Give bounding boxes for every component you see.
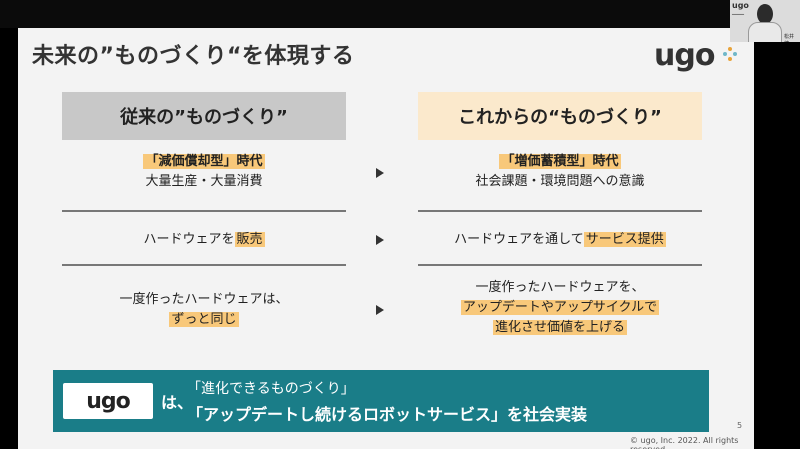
left-column-header: 従来の”ものづくり” xyxy=(62,92,346,140)
banner-line-2: 「アップデートし続けるロボットサービス」を社会実装 xyxy=(187,405,588,424)
speaker-body xyxy=(748,22,782,42)
row1-left-text: 大量生産・大量消費 xyxy=(145,174,263,190)
row2-right-text: ハードウェアを通して xyxy=(454,232,584,247)
row3-right-text: 一度作ったハードウェアを、 xyxy=(475,280,645,295)
row2-left-cell: ハードウェアを販売 xyxy=(62,230,346,250)
row2-right-cell: ハードウェアを通してサービス提供 xyxy=(418,230,702,250)
ugo-logo: ugo xyxy=(654,38,715,73)
row3-left-text: 一度作ったハードウェアは、 xyxy=(119,292,289,307)
right-column-header: これからの“ものづくり” xyxy=(418,92,702,140)
row1-arrow-icon xyxy=(376,168,384,178)
row1-right-cell: 「増価蓄積型」時代 社会課題・環境問題への意識 xyxy=(418,152,702,192)
row3-right-highlight-1: アップデートやアップサイクルで xyxy=(460,300,660,316)
row1-right-highlight: 「増価蓄積型」時代 xyxy=(499,154,621,169)
row1-right-text: 社会課題・環境問題への意識 xyxy=(475,174,645,190)
row3-right-highlight-2: 進化させ価値を上げる xyxy=(492,320,627,336)
row2-divider-right xyxy=(418,264,702,266)
row1-divider-right xyxy=(418,210,702,212)
top-bar xyxy=(0,0,800,28)
row1-divider-left xyxy=(62,210,346,212)
camera-backdrop-text: ━━━━ xyxy=(732,12,745,18)
row2-right-highlight: サービス提供 xyxy=(583,232,666,247)
camera-brand-logo: ugo xyxy=(732,1,749,10)
row3-left-highlight: ずっと同じ xyxy=(169,312,239,328)
banner-line-1: 「進化できるものづくり」 xyxy=(187,381,355,397)
page-number: 5 xyxy=(737,421,743,430)
banner-logo: ugo xyxy=(63,383,153,419)
row3-left-cell: 一度作ったハードウェアは、 ずっと同じ xyxy=(62,290,346,330)
banner-particle: は、 xyxy=(161,393,194,412)
row1-left-cell: 「減価償却型」時代 大量生産・大量消費 xyxy=(62,152,346,192)
logo-dots-icon xyxy=(723,47,737,61)
summary-banner: ugo は、 「進化できるものづくり」 「アップデートし続けるロボットサービス」… xyxy=(53,370,709,432)
row3-right-cell: 一度作ったハードウェアを、 アップデートやアップサイクルで 進化させ価値を上げる xyxy=(418,278,702,338)
row2-divider-left xyxy=(62,264,346,266)
row3-arrow-icon xyxy=(376,305,384,315)
speaker-camera-thumbnail[interactable]: ugo ━━━━ 松井 健 xyxy=(730,0,800,42)
row2-arrow-icon xyxy=(376,235,384,245)
row1-left-highlight: 「減価償却型」時代 xyxy=(143,154,265,169)
speaker-head xyxy=(757,4,773,24)
speaker-name: 松井 健 xyxy=(784,34,795,42)
slide-title: 未来の”ものづくり“を体現する xyxy=(32,44,355,69)
row2-left-text: ハードウェアを xyxy=(143,232,235,247)
row2-left-highlight: 販売 xyxy=(234,232,265,247)
copyright: © ugo, Inc. 2022. All rights reserved. xyxy=(630,436,739,449)
presentation-slide: 未来の”ものづくり“を体現する ugo 従来の”ものづくり” これからの“ものづ… xyxy=(18,28,754,449)
